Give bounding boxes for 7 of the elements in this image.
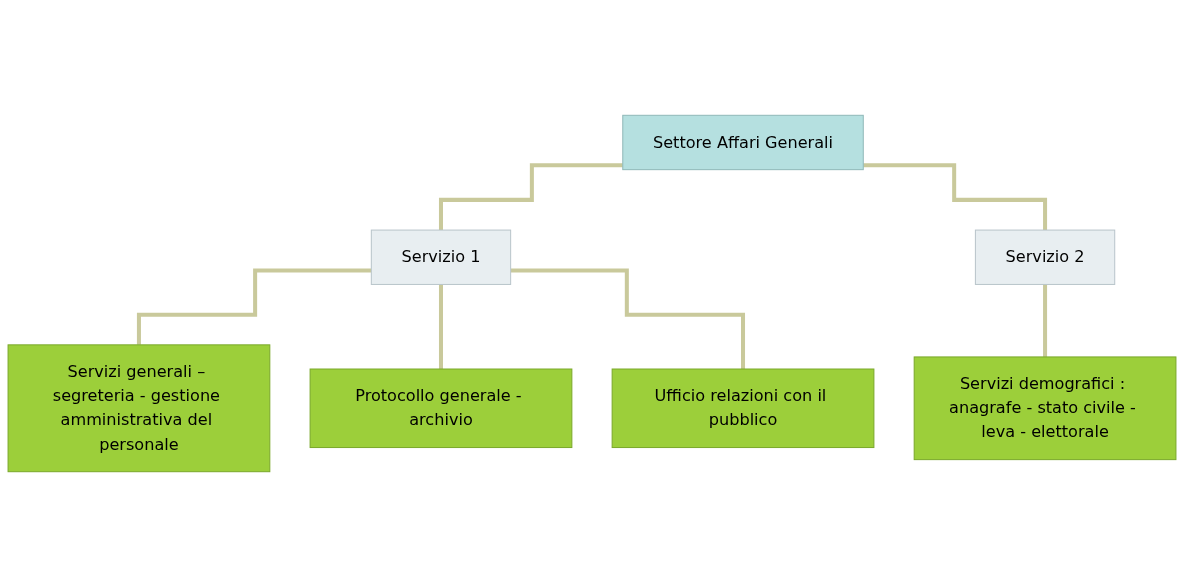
node-box: Servizi generali – segreteria - gestione amministrativa del personale [7,344,271,473]
node-box: Servizio 1 [370,229,512,285]
node-box: Settore Affari Generali [622,114,864,171]
node-box: Ufficio relazioni con il pubblico [611,368,875,449]
node-box: Protocollo generale - archivio [309,368,573,449]
node-box: Servizi demografici : anagrafe - stato civile - leva - elettorale [913,356,1177,461]
node-box: Servizio 2 [974,229,1116,285]
